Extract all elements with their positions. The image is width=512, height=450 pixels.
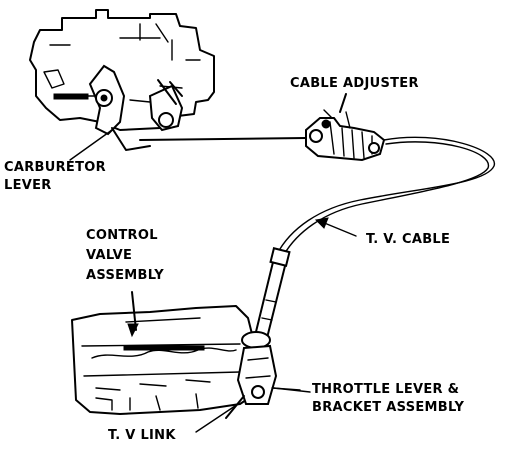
label-control-valve-2: VALVE: [86, 248, 133, 263]
label-control-valve-1: CONTROL: [86, 228, 158, 243]
label-tv-cable: T. V. CABLE: [366, 232, 451, 247]
label-cable-adjuster: CABLE ADJUSTER: [290, 76, 419, 91]
label-control-valve-3: ASSEMBLY: [86, 268, 165, 283]
label-tv-link: T. V LINK: [108, 428, 176, 443]
leader-lines: [69, 93, 357, 433]
label-throttle-lever-1: THROTTLE LEVER &: [312, 382, 460, 397]
label-carburetor-lever-2: LEVER: [4, 178, 52, 193]
label-throttle-lever-2: BRACKET ASSEMBLY: [312, 400, 465, 415]
leader-throttle-lever: [273, 387, 311, 393]
throttle-lever-bracket: [225, 331, 301, 419]
tv-cable-outer: [281, 141, 489, 259]
leader-tv-link: [195, 403, 239, 433]
control-valve-assembly: [71, 305, 259, 415]
carburetor: [29, 9, 215, 131]
leader-carburetor-lever: [69, 129, 113, 161]
cable-adjuster: [305, 109, 386, 162]
tv-cable-sheath: [253, 247, 291, 343]
leader-cable-adjuster: [339, 93, 347, 113]
cable-carb-to-adjuster: [139, 137, 307, 141]
label-carburetor-lever-1: CARBURETOR: [4, 160, 106, 175]
leader-tv-cable: [321, 221, 357, 237]
carburetor-lever: [75, 64, 184, 151]
